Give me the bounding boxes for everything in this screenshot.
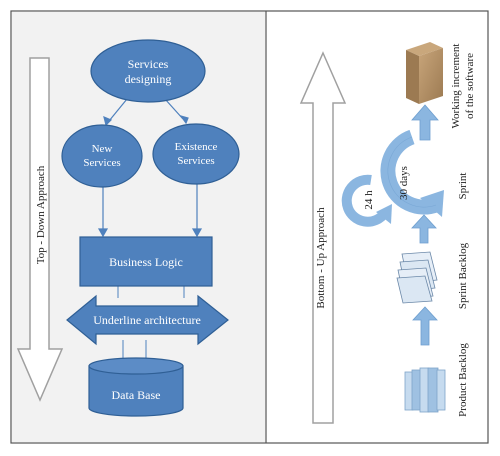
sprint-cycle-label: 30 days <box>398 166 410 200</box>
daily-cycle-24h-icon <box>341 174 392 227</box>
working-increment-line1: Working increment <box>450 44 462 129</box>
existence-services-line2: Services <box>177 155 214 167</box>
working-increment-line2: of the software <box>464 53 476 119</box>
node-business-logic: Business Logic <box>79 236 213 287</box>
top-down-approach-label: Top - Down Approach <box>35 165 47 264</box>
arrow-designing-to-existence-head <box>179 114 189 125</box>
product-backlog-label: Product Backlog <box>457 343 469 417</box>
new-services-line2: Services <box>83 157 120 169</box>
sprint-cycle-30-days-icon <box>380 129 444 217</box>
working-increment-box-icon <box>406 42 443 104</box>
new-services-line1: New <box>92 143 113 155</box>
node-existence-services: Existence Services <box>152 123 240 185</box>
bottom-up-arrow <box>299 51 347 424</box>
arrow-sprint-backlog-to-sprint <box>411 214 437 244</box>
product-backlog-stack-icon <box>404 367 446 413</box>
arrow-existence-to-logic-head <box>191 228 203 238</box>
arrow-product-to-sprint-backlog <box>412 306 438 346</box>
sprint-backlog-stack-icon <box>396 251 438 304</box>
bottom-up-approach-label: Bottom - Up Approach <box>315 207 327 309</box>
data-base-label: Data Base <box>112 388 161 402</box>
node-services-designing: Services designing <box>90 39 206 103</box>
existence-services-line1: Existence <box>175 141 218 153</box>
arrow-designing-to-existence <box>164 98 184 120</box>
arrow-designing-to-new-head <box>103 115 113 127</box>
arrow-designing-to-new <box>108 98 128 122</box>
services-designing-line1: Services <box>128 57 169 71</box>
arrow-new-to-logic-head <box>97 228 109 238</box>
arrow-sprint-to-increment <box>411 104 439 141</box>
services-designing-line2: designing <box>125 72 172 86</box>
business-logic-label: Business Logic <box>109 255 183 269</box>
node-underline-architecture: Underline architecture <box>66 294 229 346</box>
top-down-arrow <box>16 57 64 402</box>
underline-architecture-label: Underline architecture <box>93 313 201 327</box>
daily-cycle-label: 24 h <box>363 190 375 210</box>
node-new-services: New Services <box>61 124 143 188</box>
node-data-base: Data Base <box>88 357 184 417</box>
sprint-backlog-label: Sprint Backlog <box>457 242 469 309</box>
sprint-label: Sprint <box>457 173 469 200</box>
